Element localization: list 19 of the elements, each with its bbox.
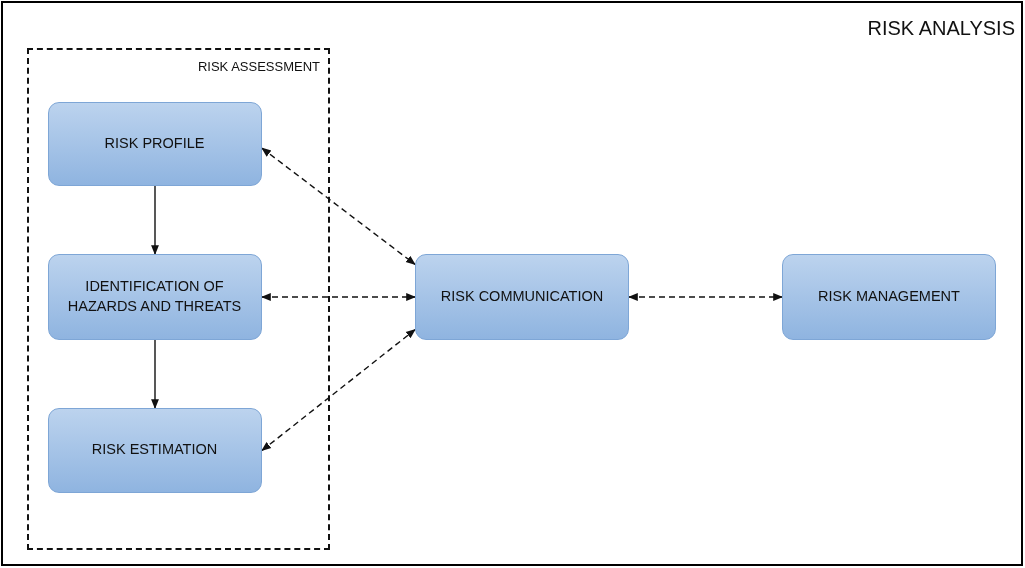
dashed-group-frame — [27, 48, 330, 550]
process-box — [47, 101, 262, 186]
frame-title: RISK ANALYSIS — [867, 17, 1015, 40]
process-box — [47, 407, 262, 493]
box-label: RISK COMMUNICATION — [440, 287, 604, 307]
arrow — [151, 339, 159, 409]
box-label: RISK PROFILE — [104, 133, 205, 153]
box-label: RISK ESTIMATION — [91, 440, 218, 460]
process-box — [47, 253, 262, 340]
group-title: RISK ASSESSMENT — [197, 59, 320, 74]
arrow — [151, 185, 159, 255]
dashed-double-arrow — [261, 329, 416, 452]
process-box — [782, 254, 996, 340]
dashed-double-arrow — [261, 147, 416, 265]
dashed-double-arrow — [261, 293, 416, 301]
process-box — [415, 254, 629, 340]
dashed-double-arrow — [628, 293, 783, 301]
box-label: IDENTIFICATION OF HAZARDS AND THREATS — [66, 276, 243, 316]
box-label: RISK MANAGEMENT — [818, 287, 960, 307]
